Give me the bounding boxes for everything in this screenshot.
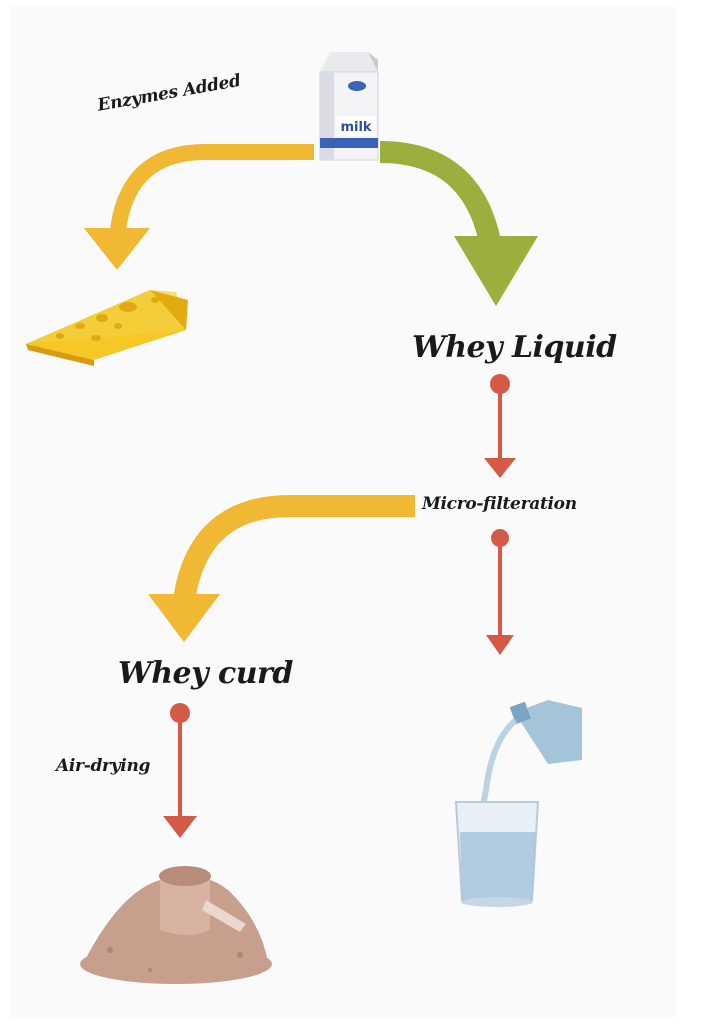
- water-image: [454, 700, 582, 907]
- green-arrow: [379, 141, 538, 306]
- protein-powder-image: [80, 866, 272, 984]
- red-arrow-3: [163, 703, 197, 838]
- milk-carton-image: milk: [319, 52, 379, 161]
- label-whey-curd: Whey curd: [118, 656, 293, 691]
- red-arrow-2: [486, 529, 514, 655]
- label-whey-liquid: Whey Liquid: [412, 330, 617, 365]
- label-micro-filteration: Micro-filteration: [422, 494, 577, 514]
- red-arrow-1: [484, 374, 516, 478]
- cheese-image: [26, 290, 188, 366]
- carton-text: milk: [340, 120, 371, 135]
- label-air-drying: Air-drying: [56, 756, 151, 776]
- yellow-arrow-top: [84, 144, 314, 270]
- yellow-arrow-bottom: [148, 495, 415, 642]
